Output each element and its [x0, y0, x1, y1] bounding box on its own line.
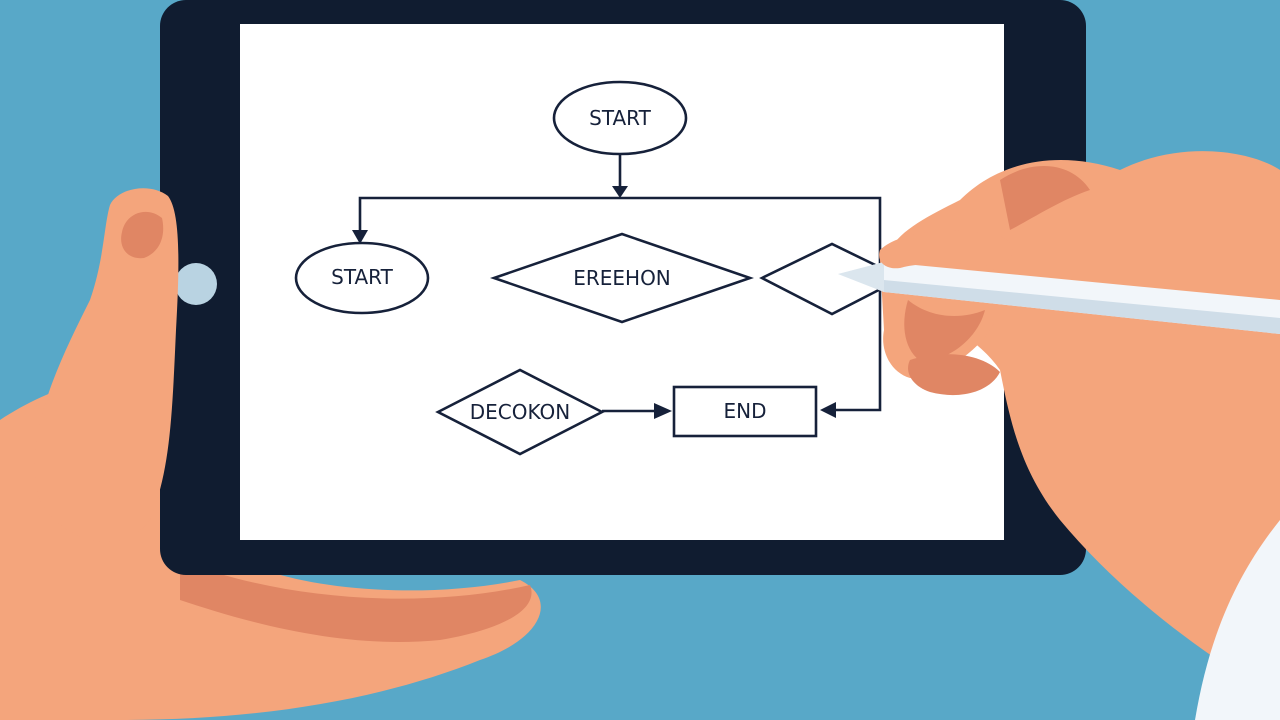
left-thumb — [34, 188, 179, 542]
arrowhead-down-bus — [612, 186, 628, 198]
right-hand-fingers — [879, 230, 1013, 269]
node-end: END — [672, 385, 818, 438]
node-start-left-label: START — [331, 265, 393, 289]
arrowhead-right-end — [654, 403, 672, 419]
node-end-label: END — [724, 399, 767, 423]
node-decision-center-label: EREEHON — [573, 266, 671, 290]
node-decision-center: EREEHON — [490, 232, 754, 324]
node-decision-bottom: DECOKON — [435, 368, 605, 456]
node-decision-bottom-label: DECOKON — [470, 400, 570, 424]
node-start-top: START — [552, 80, 688, 156]
home-button[interactable] — [175, 263, 217, 305]
connector-bus — [358, 196, 882, 412]
arrowhead-down-start-left — [352, 230, 368, 244]
stylus-pen — [838, 262, 1280, 334]
arrowhead-left-end — [820, 402, 836, 418]
node-start-left: START — [294, 241, 430, 315]
node-start-top-label: START — [589, 106, 651, 130]
